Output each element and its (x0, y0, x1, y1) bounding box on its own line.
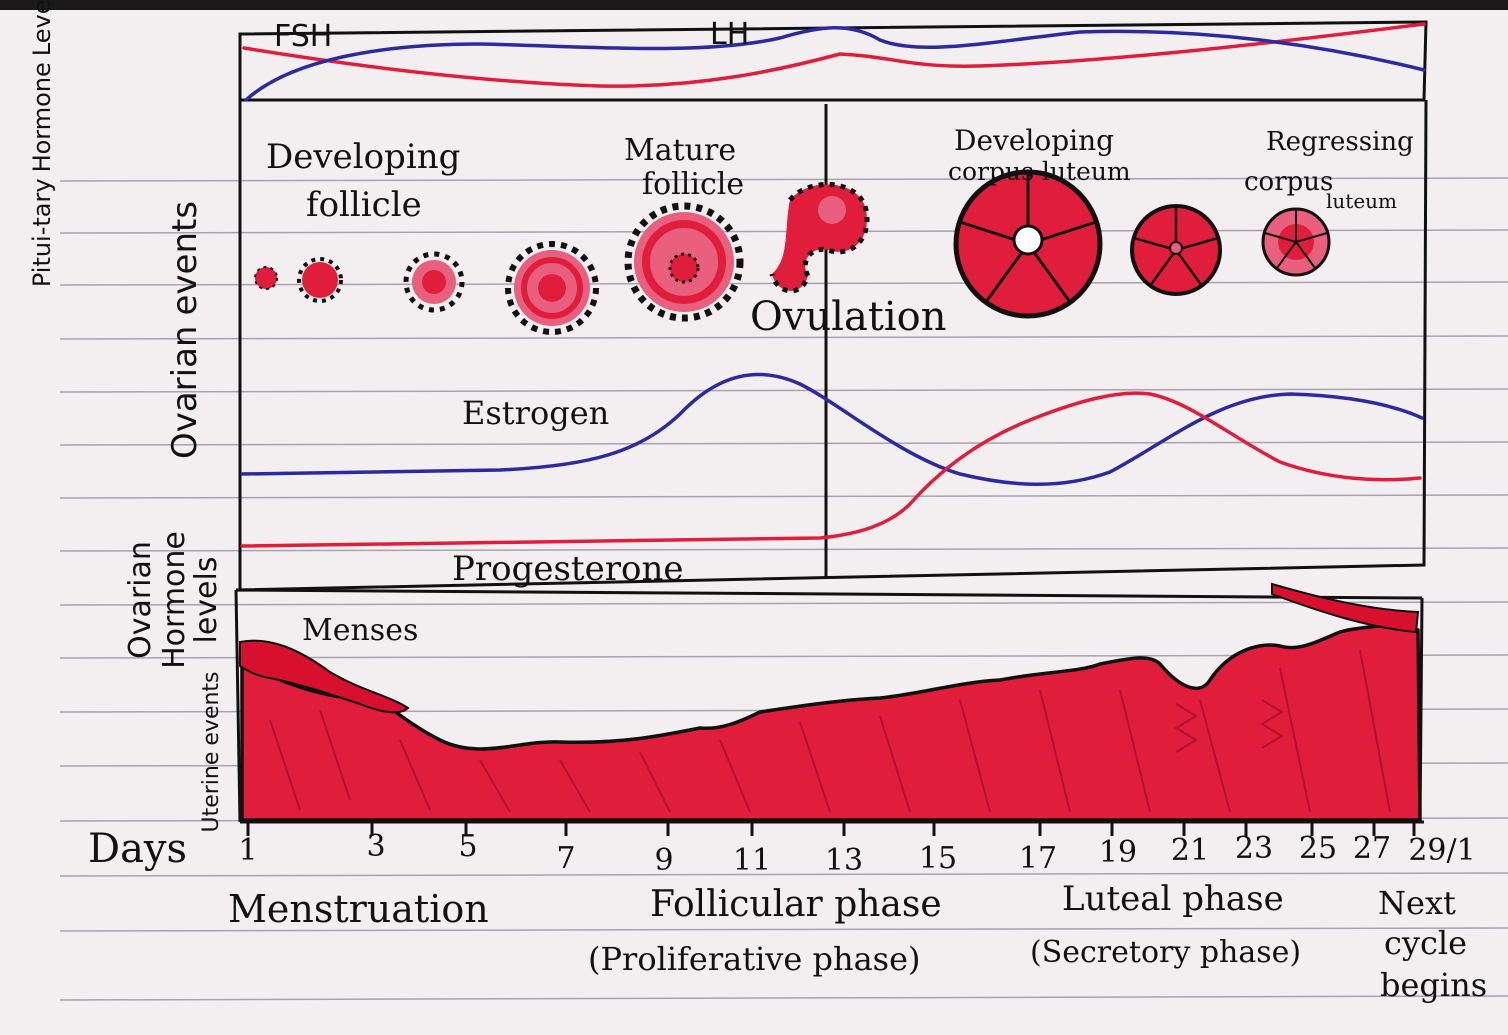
days-axis-label: Days (88, 826, 187, 872)
pituitary-hormone-curves (244, 24, 1424, 100)
day-tick-label: 15 (919, 841, 957, 876)
follicular-phase-sublabel: (Proliferative phase) (588, 940, 921, 978)
endometrium (242, 622, 1420, 820)
regressing-corpus-luteum-drawing (1263, 209, 1329, 275)
developing-corpus-luteum (956, 172, 1100, 316)
day-tick-labels: 1 3 5 7 9 11 13 15 17 19 21 23 25 27 29/… (238, 829, 1475, 878)
lh-curve (246, 28, 1424, 100)
mature-corpus-luteum (1132, 206, 1220, 294)
secondary-follicle (406, 254, 462, 310)
top-edge (0, 0, 1508, 10)
luteal-phase-label: Luteal phase (1062, 879, 1284, 919)
next-cycle-label: Next cycle begins (1378, 884, 1487, 1004)
luteal-phase-sublabel: (Secretory phase) (1030, 935, 1301, 970)
lh-label: LH (710, 17, 749, 52)
progesterone-label: Progesterone (452, 549, 683, 589)
next-menses-start (1272, 584, 1418, 632)
day-tick-label: 13 (825, 843, 863, 878)
follicular-phase-label: Follicular phase (650, 884, 942, 925)
day-tick-label: 21 (1171, 833, 1209, 868)
menstruation-phase-label: Menstruation (228, 887, 489, 931)
day-tick-label: 9 (654, 843, 673, 878)
ovarian-events-side-label: Ovarianevents (165, 201, 205, 459)
estrogen-label: Estrogen (462, 394, 609, 432)
primordial-follicle (255, 267, 277, 289)
uterine-side-label: Uterineevents (199, 671, 224, 832)
day-tick-label: 29/1 (1408, 833, 1475, 868)
pituitary-panel-frame (240, 22, 1426, 100)
day-tick-label: 7 (556, 841, 575, 876)
day-tick-label: 1 (238, 833, 257, 868)
developing-corpus-luteum-label: Developing corpus luteum (948, 124, 1131, 186)
ovarian-hormones-side-label: OvarianHormonelevels (123, 531, 224, 669)
day-tick-label: 3 (366, 829, 385, 864)
mature-follicle (628, 206, 740, 318)
day-tick-label: 5 (458, 829, 477, 864)
day-tick-label: 25 (1299, 831, 1337, 866)
day-tick-label: 11 (733, 843, 771, 878)
day-tick-label: 23 (1235, 831, 1273, 866)
regressing-corpus-luteum-label: Regressing corpus luteum (1244, 127, 1422, 213)
menses-label: Menses (302, 613, 418, 648)
ovulation-label: Ovulation (750, 294, 947, 340)
day-tick-label: 19 (1099, 835, 1137, 870)
day-tick-label: 17 (1019, 841, 1057, 876)
growing-antral-follicle (508, 244, 596, 332)
day-tick-label: 27 (1353, 831, 1391, 866)
ruptured-follicle (772, 184, 867, 291)
pituitary-side-label: Pitui-taryHormoneLevel (28, 0, 56, 287)
fsh-label: FSH (274, 19, 332, 54)
primary-follicle (299, 259, 341, 301)
mature-follicle-label: Mature follicle (624, 133, 746, 202)
ovarian-hormone-curves (242, 374, 1422, 546)
